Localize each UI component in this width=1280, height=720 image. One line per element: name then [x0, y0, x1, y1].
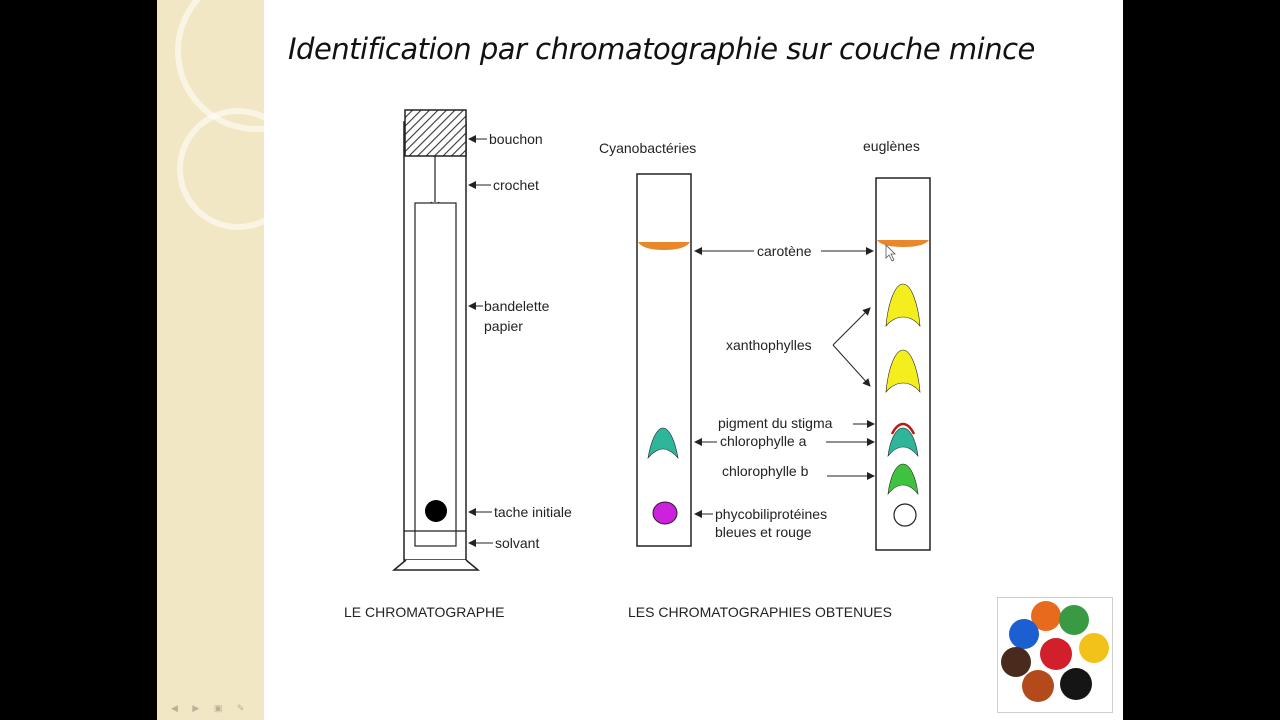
label-crochet: crochet	[493, 177, 539, 193]
decorative-side-band	[157, 0, 337, 720]
label-papier: papier	[484, 318, 523, 334]
strip-cyanobacteries	[636, 173, 692, 547]
slide: Identification par chromatographie sur c…	[157, 0, 1123, 720]
caption-chromatographies: LES CHROMATOGRAPHIES OBTENUES	[628, 604, 892, 620]
mouse-cursor-icon	[885, 244, 896, 262]
label-bouchon: bouchon	[489, 131, 543, 147]
label-pigment-stigma: pigment du stigma	[718, 415, 833, 431]
label-chlorophylle-b: chlorophylle b	[722, 463, 809, 479]
decorative-ring	[177, 108, 299, 230]
stopper	[404, 109, 467, 157]
band-chlorophylle-b	[887, 463, 919, 495]
label-phycobiliproteines: phycobiliprotéines	[715, 506, 827, 522]
label-xanthophylles: xanthophylles	[726, 337, 812, 353]
band-xanthophylle-1	[885, 283, 921, 327]
slide-nav-controls[interactable]: ◀ ▶ ▣ ✎	[171, 703, 251, 713]
caption-chromatographe: LE CHROMATOGRAPHE	[344, 604, 505, 620]
chromatogram-labels: carotène xanthophylles pigment du stigma…	[694, 243, 875, 540]
header-cyanobacteries: Cyanobactéries	[599, 140, 696, 156]
band-chlorophylle-a	[647, 427, 679, 460]
pigment-powders-image	[997, 597, 1113, 713]
spot-phycobiliproteines-absent	[893, 503, 917, 527]
label-tache-initiale: tache initiale	[494, 504, 572, 520]
apparatus-labels: bouchon crochet bandelette papier tache …	[468, 131, 572, 551]
label-bandelette: bandelette	[484, 298, 550, 314]
label-bleues-et-rouge: bleues et rouge	[715, 524, 812, 540]
label-chlorophylle-a: chlorophylle a	[720, 433, 807, 449]
paper-strip	[414, 202, 457, 547]
initial-spot	[425, 500, 447, 522]
label-solvant: solvant	[495, 535, 539, 551]
pigment-powders-illustration	[1001, 601, 1109, 702]
strip-euglenes	[875, 177, 931, 551]
slide-title: Identification par chromatographie sur c…	[288, 32, 1035, 66]
band-xanthophylle-2	[885, 349, 921, 393]
band-pigment-stigma	[890, 422, 916, 435]
band-carotene	[877, 240, 929, 247]
band-carotene	[638, 242, 690, 250]
strip-outline	[636, 173, 692, 547]
spot-phycobiliproteines	[652, 501, 678, 525]
label-carotene: carotène	[757, 243, 812, 259]
chromatograph-apparatus	[391, 109, 481, 571]
header-euglenes: euglènes	[863, 138, 920, 154]
chromatography-diagram: bouchon crochet bandelette papier tache …	[344, 109, 931, 620]
band-chlorophylle-a	[887, 427, 919, 457]
tube-base	[391, 559, 481, 571]
